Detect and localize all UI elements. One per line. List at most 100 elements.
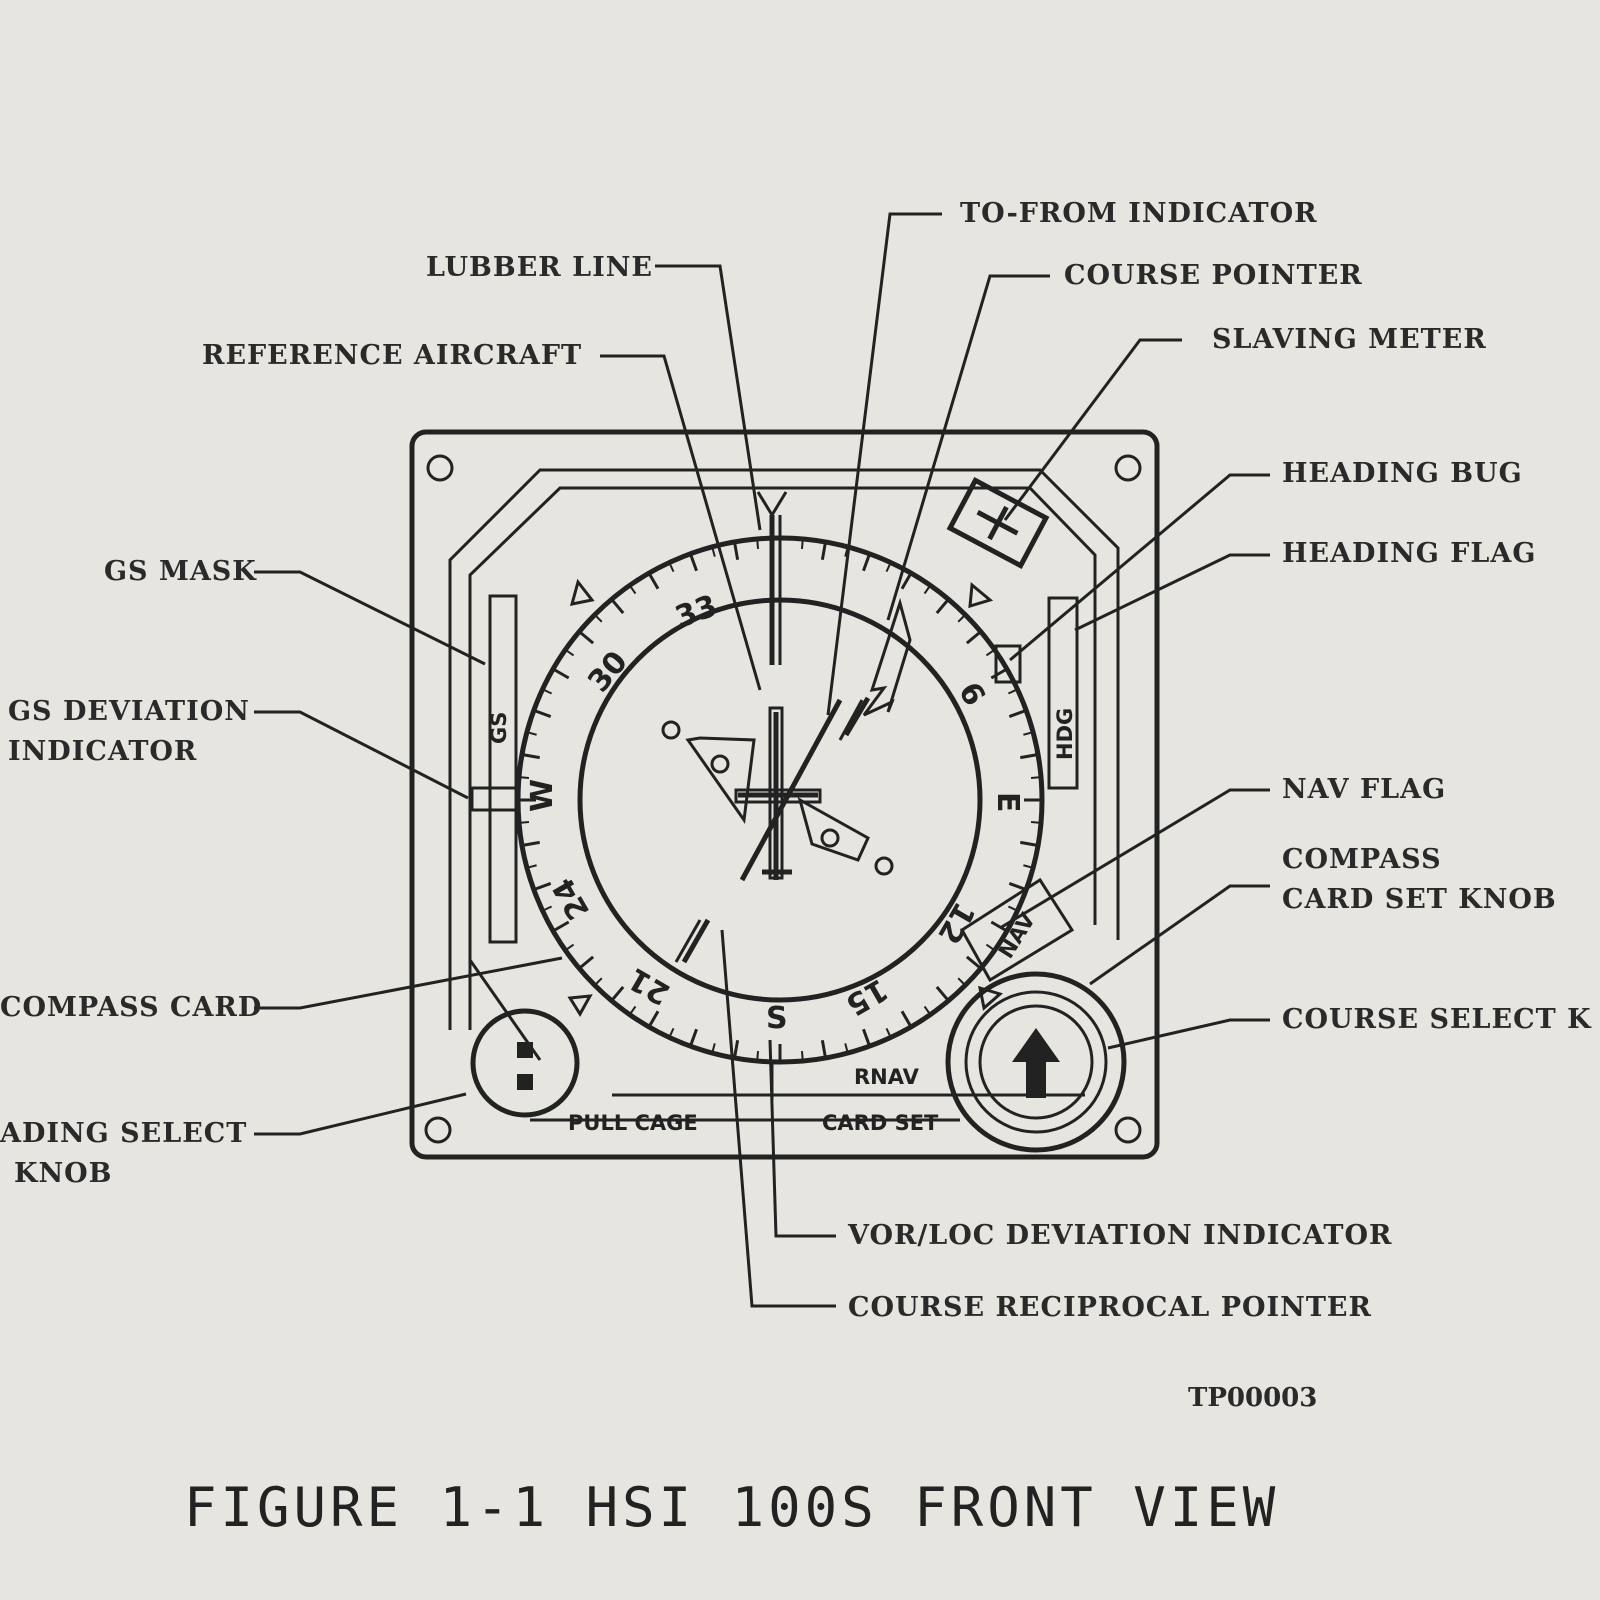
compass-card-ticks [518, 538, 1042, 1062]
compass-tick [518, 776, 530, 780]
figure-code: TP00003 [1188, 1383, 1317, 1413]
compass-tick [800, 538, 804, 550]
compass-tick [985, 943, 996, 952]
course-select-knob[interactable] [945, 971, 1127, 1153]
heading-select-knob[interactable] [470, 1008, 580, 1118]
heading-flag-window: HDG [1047, 596, 1079, 790]
callout-heading-bug: HEADING BUG [1282, 458, 1523, 489]
callout-course-select-knob: COURSE SELECT K [1282, 1004, 1592, 1035]
compass-tick [628, 1005, 637, 1016]
compass-tick [668, 562, 675, 573]
compass-tick [526, 864, 537, 869]
mount-screw-bottom-left [424, 1116, 452, 1144]
compass-tick [820, 1040, 827, 1059]
compass-tick [1008, 882, 1027, 892]
index-triangle-se [978, 985, 1004, 1011]
compass-tick [957, 614, 966, 623]
dial-e: E [990, 792, 1025, 813]
index-triangle-ne [968, 582, 994, 609]
deviation-dot-2 [710, 754, 730, 774]
compass-tick [885, 562, 892, 573]
deviation-dot-4 [874, 856, 894, 876]
compass-tick [564, 648, 575, 657]
course-pointer [838, 597, 912, 741]
compass-tick [542, 905, 553, 912]
compass-tick [564, 943, 575, 952]
card-set-label: CARD SET [822, 1111, 939, 1135]
figure-title: FIGURE 1-1 HSI 100S FRONT VIEW [184, 1476, 1279, 1539]
compass-tick [711, 1043, 716, 1054]
compass-tick [935, 985, 950, 1002]
compass-tick [844, 1043, 849, 1054]
compass-tick [756, 1050, 760, 1062]
course-select-arrow-icon [1012, 1028, 1060, 1098]
callout-compass-knob-line2: CARD SET KNOB [1282, 884, 1557, 915]
compass-tick [1030, 776, 1042, 780]
compass-tick [578, 630, 595, 645]
callout-gs-deviation-line2: INDICATOR [8, 736, 197, 767]
compass-tick [610, 985, 625, 1002]
compass-tick [711, 546, 716, 557]
compass-tick [1023, 731, 1034, 736]
callout-slaving-meter: SLAVING METER [1212, 324, 1487, 355]
gs-label: GS [487, 712, 511, 744]
compass-tick [965, 955, 982, 970]
heading-bug [994, 644, 1022, 684]
dial-24: 24 [546, 872, 597, 926]
index-triangle-nw [569, 578, 595, 606]
compass-tick [521, 753, 540, 760]
compass-tick [594, 614, 603, 623]
mount-screw-top-right [1114, 454, 1142, 482]
compass-tick [985, 648, 996, 657]
compass-tick [1020, 753, 1039, 760]
compass-tick [668, 1027, 675, 1038]
compass-tick [1023, 864, 1034, 869]
callout-vor-loc-deviation: VOR/LOC DEVIATION INDICATOR [847, 1220, 1392, 1251]
compass-tick [923, 584, 932, 595]
callout-course-pointer: COURSE POINTER [1064, 260, 1363, 291]
callout-to-from-indicator: TO-FROM INDICATOR [960, 198, 1318, 229]
compass-tick [957, 977, 966, 986]
dial-30: 30 [581, 645, 635, 699]
leader-lines [254, 212, 1270, 1308]
callout-compass-card: COMPASS CARD [0, 992, 262, 1023]
compass-tick [935, 598, 950, 615]
compass-tick [756, 538, 760, 550]
callout-heading-select-line1: ADING SELECT [0, 1118, 247, 1149]
callout-heading-flag: HEADING FLAG [1282, 538, 1536, 569]
compass-tick [990, 667, 1008, 680]
callout-gs-mask: GS MASK [104, 556, 257, 587]
compass-tick [862, 553, 872, 572]
compass-tick [688, 553, 698, 572]
callout-course-reciprocal: COURSE RECIPROCAL POINTER [848, 1292, 1372, 1323]
to-from-indicator [685, 736, 756, 825]
callout-reference-aircraft: REFERENCE AIRCRAFT [202, 340, 582, 371]
callout-nav-flag: NAV FLAG [1282, 774, 1446, 805]
rnav-label: RNAV [854, 1065, 920, 1089]
deviation-dot-1 [661, 720, 681, 740]
dial-s: S [766, 1001, 788, 1036]
heading-flag-label: HDG [1053, 708, 1077, 760]
mount-screw-top-left [426, 454, 454, 482]
compass-tick [518, 820, 530, 824]
compass-tick [923, 1005, 932, 1016]
compass-tick [990, 920, 1008, 933]
compass-tick [647, 1010, 660, 1028]
callout-gs-deviation-line1: GS DEVIATION [8, 696, 250, 727]
compass-tick [628, 584, 637, 595]
instrument-bezel [409, 429, 1160, 1160]
pull-cage-label: PULL CAGE [568, 1111, 698, 1135]
compass-tick [552, 667, 570, 680]
compass-tick [733, 541, 740, 560]
compass-tick [733, 1040, 740, 1059]
gs-deviation-pointer [470, 786, 520, 812]
compass-tick [647, 572, 660, 590]
index-triangle-sw [567, 994, 593, 1017]
gs-mask: GS [470, 594, 520, 944]
callout-compass-knob-line1: COMPASS [1282, 844, 1442, 875]
compass-tick [533, 882, 552, 892]
dial-15: 15 [840, 971, 894, 1022]
reference-aircraft [734, 706, 822, 880]
